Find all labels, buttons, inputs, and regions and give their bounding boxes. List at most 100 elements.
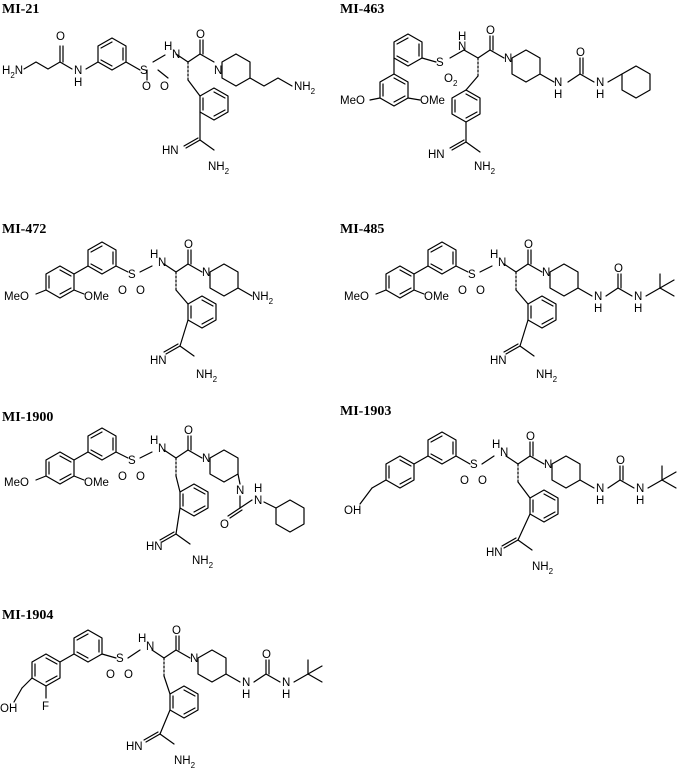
- label: N: [158, 443, 166, 455]
- label: H: [150, 249, 158, 261]
- label: O: [220, 519, 229, 531]
- label: N: [254, 495, 262, 507]
- structure-mi-21: H2N O N H S O O H N O N NH2 HN NH2: [2, 29, 316, 176]
- label: S: [436, 57, 444, 69]
- label: N: [504, 53, 512, 65]
- label: OMe: [420, 95, 445, 107]
- label: O: [524, 239, 533, 251]
- label: H: [490, 249, 498, 261]
- label: MeO: [4, 291, 29, 303]
- label: H: [74, 77, 82, 89]
- label: O: [172, 625, 181, 637]
- label: NH2: [294, 81, 316, 96]
- label: NH2: [252, 291, 274, 306]
- label: N: [202, 267, 210, 279]
- label: H: [492, 439, 500, 451]
- label: S: [116, 653, 124, 665]
- compound-mi-1900: MI-1900 S O O H N O N N O H: [0, 404, 340, 594]
- label: NH2: [192, 555, 214, 570]
- label: O: [124, 669, 133, 681]
- compound-mi-21: MI-21 H2N O N H S O O: [0, 0, 340, 200]
- label: O: [184, 239, 193, 251]
- structure-mi-1900: S O O H N O N N O H N MeO OMe HN NH2: [4, 425, 305, 570]
- label: N: [242, 677, 250, 689]
- structure-mi-1904: S O O H N O N N H O N H OH F HN NH2: [0, 625, 323, 770]
- label: N: [146, 641, 154, 653]
- label: N: [554, 77, 562, 89]
- label: N: [544, 459, 552, 471]
- label: H: [138, 633, 146, 645]
- label: N: [172, 49, 180, 61]
- label: N: [636, 483, 644, 495]
- label: N: [158, 257, 166, 269]
- label: N: [542, 267, 550, 279]
- label: H: [282, 689, 290, 701]
- compound-mi-472: MI-472 S O O H N O N NH2 MeO OMe HN NH2: [0, 218, 340, 400]
- label: HN: [428, 149, 445, 161]
- label: NH2: [208, 161, 230, 176]
- label: N: [596, 483, 604, 495]
- label: H: [458, 31, 466, 43]
- label: S: [468, 269, 476, 281]
- label: H: [150, 435, 158, 447]
- label: NH2: [536, 369, 558, 384]
- label: N: [74, 65, 82, 77]
- label: O: [106, 669, 115, 681]
- label: F: [42, 701, 49, 713]
- label: S: [470, 459, 478, 471]
- label: N: [634, 291, 642, 303]
- label: NH2: [196, 369, 218, 384]
- label: N: [596, 77, 604, 89]
- label: N: [214, 65, 222, 77]
- label: HN: [146, 541, 163, 553]
- label: N: [190, 653, 198, 665]
- label: MeO: [340, 95, 365, 107]
- label: H: [554, 89, 562, 101]
- label: H2N: [2, 65, 23, 80]
- label: O: [262, 649, 271, 661]
- label: N: [282, 677, 290, 689]
- label: H: [164, 41, 172, 53]
- label: HN: [490, 355, 507, 367]
- label: HN: [162, 145, 179, 157]
- label: OMe: [84, 477, 109, 489]
- label: S: [128, 269, 136, 281]
- label: HN: [486, 547, 503, 559]
- label: O: [526, 431, 535, 443]
- label: O: [458, 285, 467, 297]
- label: S: [128, 455, 136, 467]
- compound-mi-485: MI-485 S O O H N O N N H O: [340, 218, 685, 400]
- label: O: [196, 29, 205, 41]
- label: H: [636, 495, 644, 507]
- label: N: [202, 453, 210, 465]
- compound-name: MI-1904: [2, 608, 54, 623]
- label: O: [486, 25, 495, 37]
- label: N: [594, 291, 602, 303]
- label: H: [596, 495, 604, 507]
- label: O: [142, 81, 151, 93]
- label: OH: [0, 703, 17, 715]
- label: O: [478, 475, 487, 487]
- compound-mi-1904: MI-1904 S O O H N O N N H: [0, 598, 340, 778]
- label: S: [140, 65, 148, 77]
- label: OMe: [424, 291, 449, 303]
- structure-mi-463: S O2 H N O N N H O N H MeO OMe HN NH2: [340, 25, 651, 176]
- label: NH2: [174, 755, 196, 770]
- label: O: [476, 285, 485, 297]
- label: H: [254, 483, 262, 495]
- compound-name: MI-485: [340, 222, 385, 237]
- compound-name: MI-472: [2, 222, 47, 237]
- compound-name: MI-1903: [340, 404, 392, 419]
- label: OMe: [84, 291, 109, 303]
- label: N: [498, 257, 506, 269]
- label: H: [596, 89, 604, 101]
- compound-name: MI-21: [2, 2, 40, 17]
- label: HN: [150, 355, 167, 367]
- label: O: [460, 475, 469, 487]
- structure-mi-485: S O O H N O N N H O N H MeO OMe HN NH2: [344, 239, 675, 384]
- label: N: [458, 41, 466, 53]
- structure-mi-1903: S O O H N O N N H O N H OH HN NH2: [344, 431, 677, 576]
- label: H: [242, 689, 250, 701]
- compound-name: MI-1900: [2, 410, 54, 425]
- label: N: [500, 447, 508, 459]
